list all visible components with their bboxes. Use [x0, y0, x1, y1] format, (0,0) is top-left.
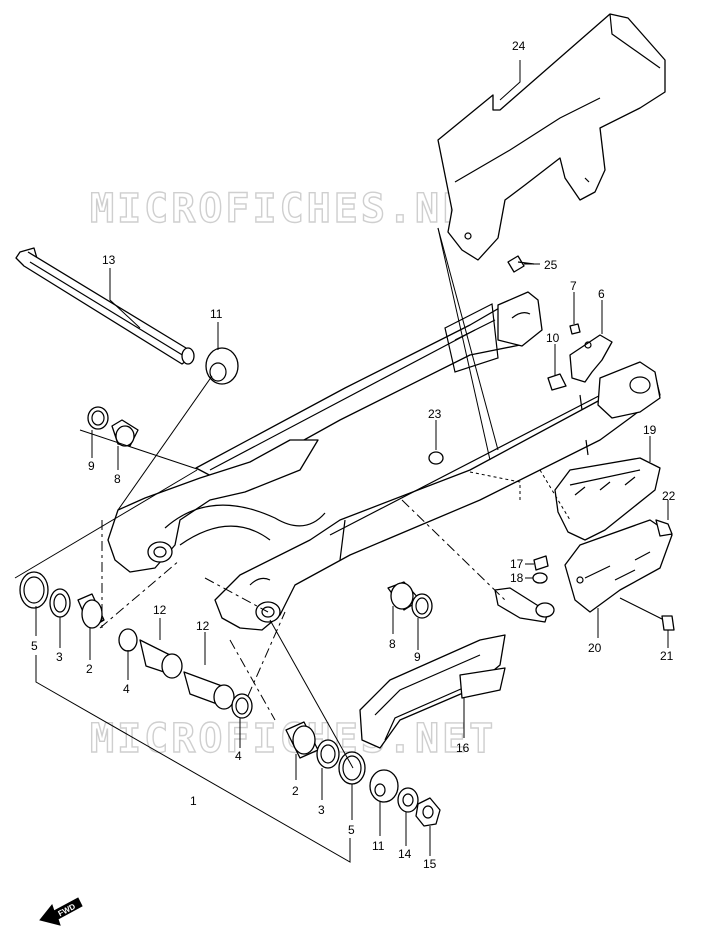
callout-6: 6 [598, 287, 605, 301]
ref-line-9 [437, 227, 491, 461]
fwd-arrow-icon: FWD [39, 897, 83, 926]
callout-13: 13 [102, 253, 116, 267]
screw-17-washer-18 [532, 555, 549, 584]
callout-20: 20 [588, 641, 602, 655]
callout-8-right: 8 [389, 637, 396, 651]
callout-19: 19 [643, 423, 657, 437]
watermark-top: MICROFICHES.NET [90, 186, 496, 232]
callout-18: 18 [510, 571, 524, 585]
callout-16: 16 [456, 741, 470, 755]
callout-4-left: 4 [123, 682, 130, 696]
callout-7: 7 [570, 279, 577, 293]
bolt-25 [507, 255, 535, 273]
callout-5-right: 5 [348, 823, 355, 837]
callout-11-bottom: 11 [372, 839, 385, 853]
callout-17: 17 [510, 557, 524, 571]
swingarm [107, 291, 661, 631]
bearing-8-top [111, 419, 139, 447]
ref-line-8 [539, 469, 571, 521]
ref-line-10 [437, 227, 499, 451]
collar-12-left [118, 628, 183, 679]
callout-23: 23 [428, 407, 442, 421]
callout-15: 15 [423, 857, 437, 871]
left-pivot-stack [19, 571, 105, 629]
group-bracket-1 [35, 655, 351, 863]
ref-line-5 [247, 611, 286, 697]
chain-guide-lower [564, 519, 673, 613]
ref-line-2 [99, 559, 181, 629]
seal-9-right [411, 593, 433, 619]
callout-24: 24 [512, 39, 526, 53]
callout-11-top: 11 [210, 307, 223, 321]
nut-23 [428, 451, 444, 465]
chain-cover [437, 13, 666, 261]
callout-14: 14 [398, 847, 412, 861]
callout-12-left: 12 [153, 603, 167, 617]
washer-11-top [205, 347, 239, 385]
callout-22: 22 [662, 489, 676, 503]
chain-guide-upper [554, 457, 661, 541]
callout-3-right: 3 [318, 803, 325, 817]
ref-line-13 [117, 375, 213, 511]
right-pivot-stack [285, 721, 441, 827]
ref-line-6 [401, 499, 506, 601]
callout-8-top: 8 [114, 472, 121, 486]
bolt-21 [619, 597, 675, 631]
collar-12-right [183, 671, 253, 719]
chain-slider [359, 587, 555, 749]
callout-5-left: 5 [31, 639, 38, 653]
callout-4-right: 4 [235, 749, 242, 763]
callout-12-right: 12 [196, 619, 210, 633]
callout-2-left: 2 [86, 662, 93, 676]
callout-9-top: 9 [88, 459, 95, 473]
ref-line-11 [14, 469, 198, 579]
ref-line-12 [79, 429, 201, 471]
ref-line-3 [204, 577, 269, 613]
callout-25: 25 [544, 258, 558, 272]
callout-2-right: 2 [292, 784, 299, 798]
callout-10: 10 [546, 331, 560, 345]
bolt-22 [655, 519, 673, 537]
bolt-7 [569, 323, 581, 335]
pivot-shaft [15, 247, 195, 365]
callout-1: 1 [190, 794, 197, 808]
callout-9-right: 9 [414, 650, 421, 664]
seal-9-top [87, 406, 109, 430]
callout-3-left: 3 [56, 650, 63, 664]
ref-line-14 [269, 619, 354, 769]
bolt-10 [547, 373, 567, 391]
callout-21: 21 [660, 649, 674, 663]
ref-line-4 [229, 639, 276, 721]
ref-line-7 [469, 471, 521, 500]
